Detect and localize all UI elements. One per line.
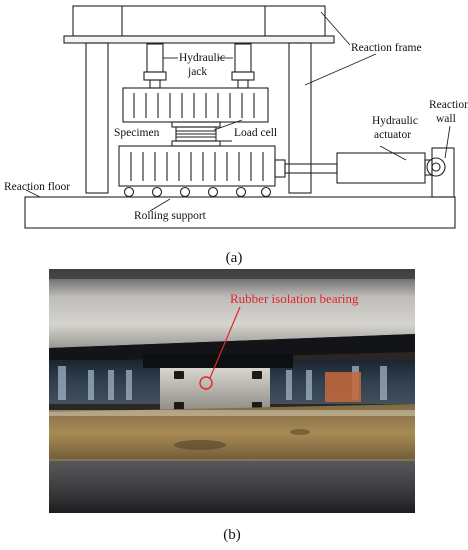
annotation-marker [199,376,213,390]
reaction-frame-left-column [85,42,109,194]
photo-plate-edge [49,334,415,362]
leader-lines [25,11,451,212]
photo-top-plate [49,269,415,348]
test-setup-schematic [24,5,456,229]
annotation-leader [209,306,241,379]
label-specimen: Specimen [114,127,160,139]
hydraulic-actuator [274,152,446,184]
reaction-wall [431,147,455,198]
photo-base-block [49,460,415,513]
upper-loading-block [122,87,269,123]
label-reaction-wall-line1: Reaction [429,99,468,111]
label-hydraulic-actuator-line2: actuator [374,129,411,141]
bearing-upper-flange [143,354,293,368]
upper-block-stiffeners [133,93,255,118]
photo-orange-block [325,372,361,402]
label-rolling-support: Rolling support [134,210,207,222]
reaction-frame-cap-plate [63,35,335,44]
reaction-frame-right-column [288,42,312,194]
lower-block-stiffeners [130,152,264,181]
bearing-photograph: Rubber isolation bearing [49,269,415,513]
hydraulic-jack-left [143,43,167,89]
lower-loading-block [118,145,276,187]
label-reaction-floor: Reaction floor [4,181,70,193]
label-load-cell: Load cell [234,127,277,139]
specimen-top-plate [171,121,221,128]
label-hydraulic-jack-line2: jack [187,66,207,78]
label-hydraulic-actuator-line1: Hydraulic [372,115,418,127]
hydraulic-jack-right [231,43,255,89]
reaction-frame-top-beam [72,5,326,37]
load-cell [171,140,221,147]
panel-a-labels: Hydraulic jack Reaction frame Hydraulic … [4,42,468,222]
label-reaction-frame: Reaction frame [351,42,422,54]
label-hydraulic-jack-line1: Hydraulic [179,52,225,64]
label-reaction-wall-line2: wall [436,113,456,125]
rolling-support [123,186,272,198]
photo-lower-plate [49,404,415,462]
caption-a: (a) [226,250,243,266]
caption-b: (b) [223,527,241,543]
specimen [175,126,217,142]
reaction-floor [24,196,456,229]
annotation-rubber-bearing: Rubber isolation bearing [230,291,359,306]
